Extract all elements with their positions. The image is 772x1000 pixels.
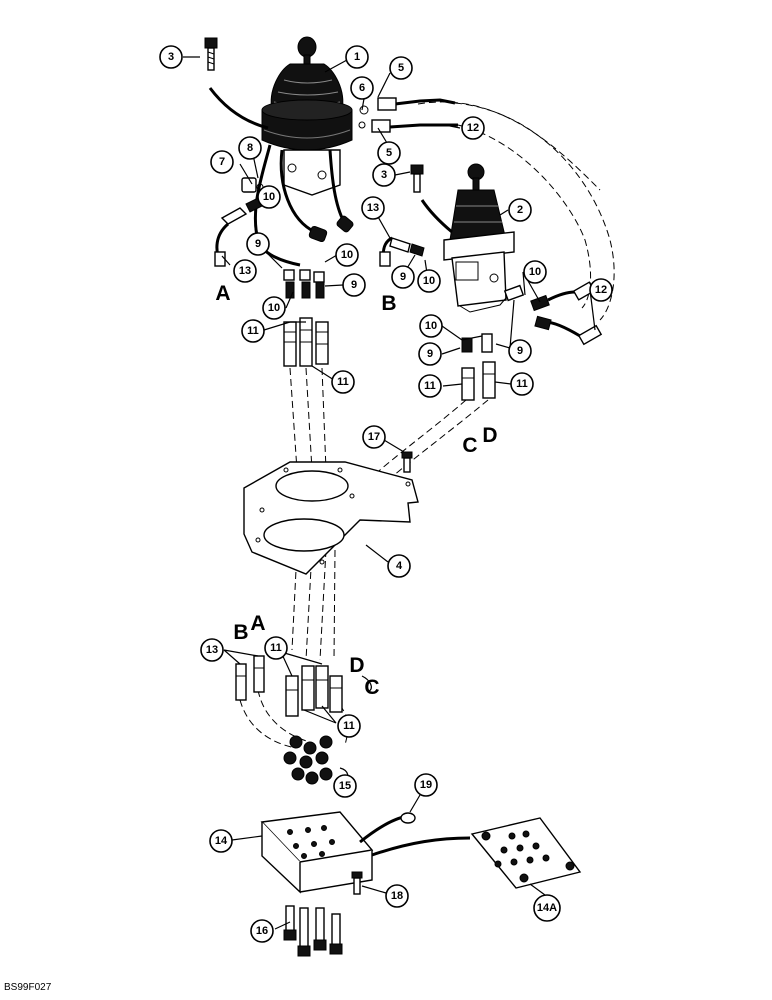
svg-text:9: 9 bbox=[255, 238, 261, 250]
callout-13-right: 13 bbox=[361, 196, 385, 220]
port-label-b-top: B bbox=[381, 292, 396, 315]
callout-11-right-left: 11 bbox=[418, 374, 442, 398]
callout-14a: 14A bbox=[533, 894, 561, 922]
callout-19: 19 bbox=[414, 773, 438, 797]
svg-text:7: 7 bbox=[219, 156, 225, 168]
callout-6: 6 bbox=[350, 76, 374, 100]
callout-11-right-right: 11 bbox=[510, 372, 534, 396]
callout-10-right-a: 10 bbox=[417, 269, 441, 293]
svg-text:10: 10 bbox=[425, 320, 437, 332]
callout-2: 2 bbox=[508, 198, 532, 222]
callout-11-top-left: 11 bbox=[241, 319, 265, 343]
svg-text:10: 10 bbox=[529, 266, 541, 278]
svg-text:11: 11 bbox=[270, 642, 282, 654]
svg-text:13: 13 bbox=[367, 202, 379, 214]
callout-9-left-lower: 9 bbox=[342, 273, 366, 297]
right-joystick-assembly bbox=[379, 163, 603, 401]
svg-text:10: 10 bbox=[423, 275, 435, 287]
callout-17: 17 bbox=[362, 425, 386, 449]
callout-13-lower: 13 bbox=[200, 638, 224, 662]
callout-18: 18 bbox=[385, 884, 409, 908]
left-joystick-assembly bbox=[204, 36, 458, 367]
svg-text:9: 9 bbox=[427, 348, 433, 360]
callout-12-right: 12 bbox=[589, 278, 613, 302]
figure-reference-code: BS99F027 bbox=[4, 982, 52, 993]
port-label-a-top: A bbox=[215, 282, 230, 305]
svg-text:2: 2 bbox=[517, 204, 523, 216]
svg-text:11: 11 bbox=[516, 378, 528, 390]
svg-text:14: 14 bbox=[215, 835, 228, 847]
callout-14: 14 bbox=[209, 829, 233, 853]
svg-text:9: 9 bbox=[400, 271, 406, 283]
svg-text:6: 6 bbox=[359, 82, 365, 94]
valve-box bbox=[260, 811, 471, 895]
svg-text:17: 17 bbox=[368, 431, 380, 443]
callout-5-bottom: 5 bbox=[377, 141, 401, 165]
svg-text:11: 11 bbox=[343, 720, 355, 732]
hose-routing-lines bbox=[239, 101, 615, 749]
callout-3-top-left: 3 bbox=[159, 45, 183, 69]
port-labels: A B C D A B C D bbox=[215, 282, 497, 699]
port-label-c-top: C bbox=[462, 434, 477, 457]
svg-text:13: 13 bbox=[239, 265, 251, 277]
svg-text:4: 4 bbox=[396, 560, 403, 572]
callout-13-left: 13 bbox=[233, 259, 257, 283]
callout-10-left-mid: 10 bbox=[335, 243, 359, 267]
callout-16: 16 bbox=[250, 919, 274, 943]
svg-text:12: 12 bbox=[467, 122, 479, 134]
svg-text:14A: 14A bbox=[537, 902, 557, 914]
callout-11-lower-left: 11 bbox=[264, 636, 288, 660]
callout-9-left-upper: 9 bbox=[246, 232, 270, 256]
port-label-a-bottom: A bbox=[250, 612, 265, 635]
svg-text:3: 3 bbox=[168, 51, 174, 63]
callout-3-right: 3 bbox=[372, 163, 396, 187]
svg-text:9: 9 bbox=[351, 279, 357, 291]
svg-text:19: 19 bbox=[420, 779, 432, 791]
callout-9-right-right: 9 bbox=[508, 339, 532, 363]
svg-text:8: 8 bbox=[247, 142, 253, 154]
svg-text:13: 13 bbox=[206, 644, 218, 656]
svg-text:11: 11 bbox=[337, 376, 349, 388]
callout-10-left-bottom: 10 bbox=[262, 296, 286, 320]
svg-text:3: 3 bbox=[381, 169, 387, 181]
svg-text:9: 9 bbox=[517, 345, 523, 357]
valve-plate-detail bbox=[470, 817, 582, 889]
callout-1: 1 bbox=[345, 45, 369, 69]
svg-text:18: 18 bbox=[391, 890, 403, 902]
callout-10-right-b: 10 bbox=[523, 260, 547, 284]
callout-11-top-right: 11 bbox=[331, 370, 355, 394]
callout-10-left-top: 10 bbox=[257, 185, 281, 209]
lower-fittings bbox=[235, 655, 343, 785]
callout-12-top: 12 bbox=[461, 116, 485, 140]
leader-lines bbox=[183, 56, 596, 930]
svg-text:11: 11 bbox=[247, 325, 259, 337]
callout-8: 8 bbox=[238, 136, 262, 160]
svg-text:15: 15 bbox=[339, 780, 351, 792]
svg-text:5: 5 bbox=[398, 62, 404, 74]
fittings-bundle bbox=[283, 905, 343, 957]
svg-text:10: 10 bbox=[263, 191, 275, 203]
svg-text:5: 5 bbox=[386, 147, 392, 159]
port-label-d-bottom: D bbox=[349, 654, 364, 677]
callout-5-top: 5 bbox=[389, 56, 413, 80]
svg-text:1: 1 bbox=[354, 51, 360, 63]
callout-15: 15 bbox=[333, 774, 357, 798]
callout-7: 7 bbox=[210, 150, 234, 174]
callout-11-lower-right: 11 bbox=[337, 714, 361, 738]
callout-9-right-left: 9 bbox=[418, 342, 442, 366]
svg-text:16: 16 bbox=[256, 925, 268, 937]
port-label-d-top: D bbox=[482, 424, 497, 447]
port-label-b-bottom: B bbox=[233, 621, 248, 644]
callout-10-right-c: 10 bbox=[419, 314, 443, 338]
svg-text:11: 11 bbox=[424, 380, 436, 392]
svg-text:12: 12 bbox=[595, 284, 607, 296]
port-label-c-bottom: C bbox=[364, 676, 379, 699]
svg-text:10: 10 bbox=[268, 302, 280, 314]
callout-4: 4 bbox=[387, 554, 411, 578]
svg-text:10: 10 bbox=[341, 249, 353, 261]
mounting-plate bbox=[243, 451, 419, 575]
callout-9-right-upper: 9 bbox=[391, 265, 415, 289]
